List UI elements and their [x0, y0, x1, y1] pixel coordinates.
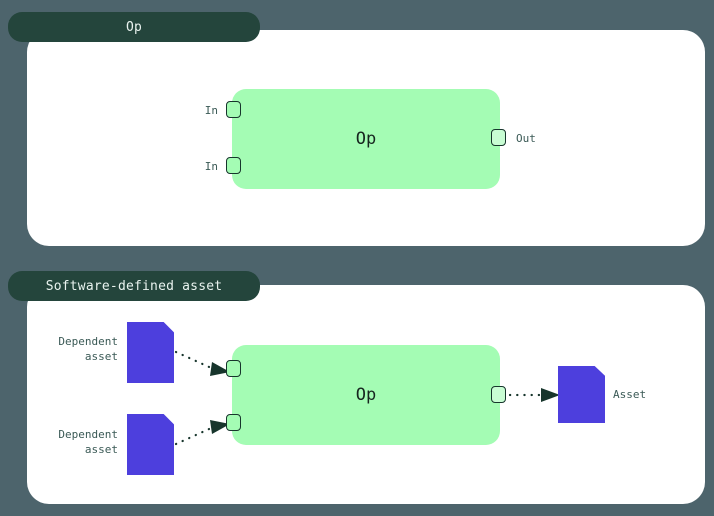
output-asset-label: Asset	[613, 388, 647, 401]
input-port-4[interactable]	[226, 414, 241, 431]
panel-op-tab: Op	[8, 12, 260, 42]
panel-software-defined-asset-tab-label: Software-defined asset	[45, 278, 223, 294]
output-port-1-label: Out	[516, 132, 536, 145]
input-port-1-label: In	[204, 104, 218, 117]
op-node-bottom[interactable]: Op	[232, 345, 500, 445]
input-port-3[interactable]	[226, 360, 241, 377]
dependent-asset-2-label: Dependent asset	[58, 428, 118, 456]
dependent-asset-1-label: Dependent asset	[58, 335, 118, 363]
output-asset-icon[interactable]	[558, 366, 605, 423]
output-port-2[interactable]	[491, 386, 506, 403]
dependent-asset-2-icon[interactable]	[127, 414, 174, 475]
connector-dependent-asset-2	[174, 420, 230, 446]
input-port-2[interactable]	[226, 157, 241, 174]
connector-dependent-asset-1	[174, 350, 230, 376]
input-port-2-label: In	[204, 160, 218, 173]
op-node-top-label: Op	[355, 129, 377, 149]
connector-output-asset	[508, 388, 560, 402]
panel-software-defined-asset-tab: Software-defined asset	[8, 271, 260, 301]
dependent-asset-1-icon[interactable]	[127, 322, 174, 383]
op-node-top[interactable]: Op	[232, 89, 500, 189]
panel-op-tab-label: Op	[125, 19, 143, 35]
input-port-1[interactable]	[226, 101, 241, 118]
output-port-1[interactable]	[491, 129, 506, 146]
op-node-bottom-label: Op	[355, 385, 377, 405]
